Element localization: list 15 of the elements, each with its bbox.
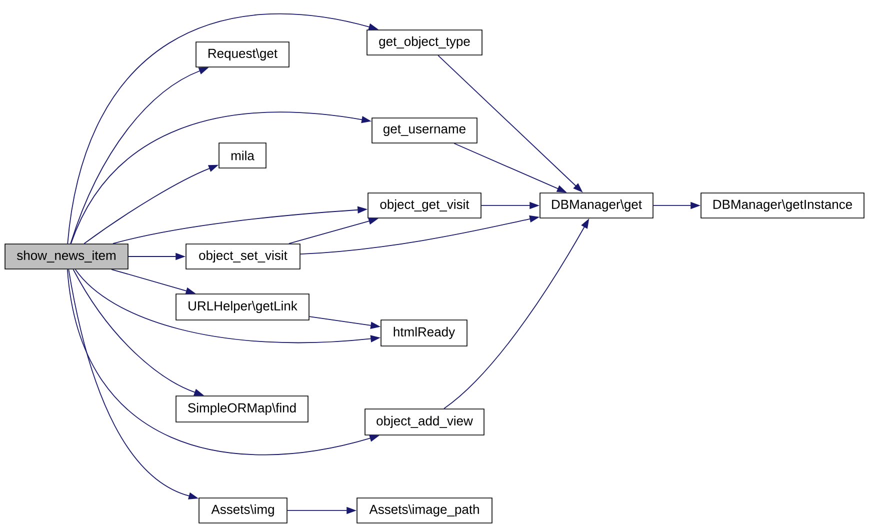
function-box: DBManager\get: [540, 192, 654, 218]
function-box: DBManager\getInstance: [700, 192, 864, 218]
function-box: htmlReady: [380, 320, 468, 346]
function-box: mila: [218, 142, 266, 168]
function-box: object_get_visit: [368, 192, 482, 218]
function-box: URLHelper\getLink: [176, 294, 310, 320]
function-box: SimpleORMap\find: [176, 396, 308, 422]
function-box: get_username: [372, 118, 478, 144]
function-box: Request\get: [196, 42, 290, 68]
function-box: Assets\image_path: [356, 498, 492, 524]
function-box: show_news_item: [4, 244, 128, 270]
function-box: Assets\img: [198, 498, 288, 524]
function-box: object_add_view: [364, 408, 484, 436]
function-box: object_set_visit: [186, 244, 300, 270]
function-box: get_object_type: [366, 30, 482, 56]
